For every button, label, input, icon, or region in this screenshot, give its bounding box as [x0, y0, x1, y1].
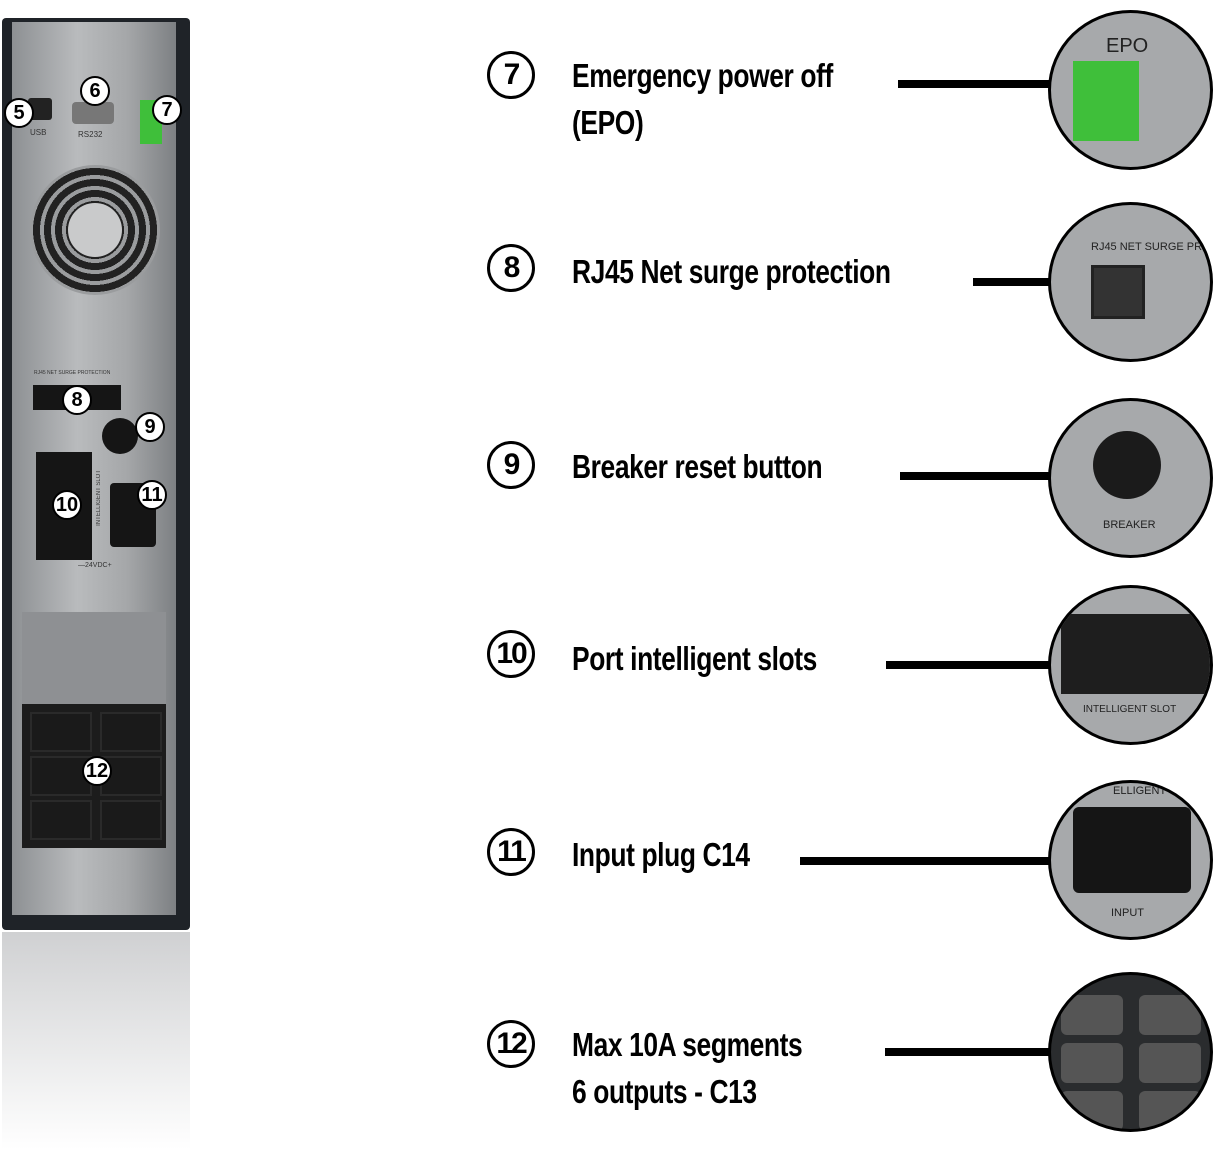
outlet-c13: [1139, 1043, 1201, 1083]
callout-label-rj45: RJ45 Net surge protection: [572, 253, 891, 290]
ups-reflection: [2, 932, 190, 1174]
leader-line: [898, 80, 1050, 88]
epo-connector: [1073, 61, 1139, 141]
zoom-rj45-label: RJ45 NET SURGE PR: [1091, 241, 1203, 253]
label-line: (EPO): [572, 104, 644, 141]
outlet-c13: [30, 800, 92, 840]
leader-line: [800, 857, 1050, 865]
dc-label: —24VDC+: [78, 562, 112, 569]
marker-11: 11: [137, 480, 167, 510]
outlet-c13: [1061, 995, 1123, 1035]
rj45-jack: [1091, 265, 1145, 319]
callout-label-epo: Emergency power off (EPO): [572, 52, 833, 146]
leader-line: [900, 472, 1050, 480]
c14-socket: [1073, 807, 1191, 893]
output-label-plate: [22, 612, 166, 704]
outlet-c13: [1061, 1043, 1123, 1083]
marker-5: 5: [4, 98, 34, 128]
zoom-breaker: BREAKER: [1048, 398, 1213, 558]
usb-label: USB: [30, 128, 47, 137]
zoom-input: ELLIGENT INPUT: [1048, 780, 1213, 940]
callout-label-breaker: Breaker reset button: [572, 448, 823, 485]
callout-number-9: 9: [487, 441, 535, 489]
fan-hub: [68, 203, 122, 257]
zoom-outputs: [1048, 972, 1213, 1132]
zoom-intelligent-slot: INTELLIGENT SLOT: [1048, 585, 1213, 745]
leader-line: [886, 661, 1050, 669]
zoom-input-label: INPUT: [1111, 907, 1144, 919]
zoom-input-top-label: ELLIGENT: [1113, 785, 1167, 797]
marker-10: 10: [52, 490, 82, 520]
outlet-c13: [1139, 995, 1201, 1035]
callout-number-7: 7: [487, 51, 535, 99]
outlet-c13: [1139, 1091, 1201, 1129]
outlet-c13: [100, 800, 162, 840]
breaker-button: [1093, 431, 1161, 499]
callout-number-12: 12: [487, 1020, 535, 1068]
rs232-port: [72, 102, 114, 124]
zoom-rj45: RJ45 NET SURGE PR: [1048, 202, 1213, 362]
marker-8: 8: [62, 385, 92, 415]
outlet-c13: [30, 756, 92, 796]
callout-number-8: 8: [487, 244, 535, 292]
label-line: Max 10A segments: [572, 1026, 803, 1063]
marker-6: 6: [80, 76, 110, 106]
zoom-epo-label: EPO: [1106, 35, 1149, 57]
marker-12: 12: [82, 756, 112, 786]
marker-9: 9: [135, 412, 165, 442]
zoom-epo: EPO: [1048, 10, 1213, 170]
callout-label-intelligent-slots: Port intelligent slots: [572, 640, 817, 677]
slot-cover: [1061, 614, 1210, 694]
rs232-label: RS232: [78, 130, 103, 139]
outlet-c13: [100, 712, 162, 752]
outlet-c13: [30, 712, 92, 752]
label-line: Emergency power off: [572, 57, 833, 94]
outlet-c13: [1061, 1091, 1123, 1129]
zoom-breaker-label: BREAKER: [1103, 519, 1156, 531]
callout-label-input: Input plug C14: [572, 836, 750, 873]
leader-line: [885, 1048, 1050, 1056]
breaker-button: [102, 418, 138, 454]
zoom-slot-label: INTELLIGENT SLOT: [1083, 704, 1177, 715]
usb-port: [28, 98, 52, 120]
rj45-label: RJ45 NET SURGE PROTECTION: [34, 370, 111, 376]
leader-line: [973, 278, 1050, 286]
intelligent-slot-label: INTELLIGENT SLOT: [96, 470, 102, 526]
callout-number-10: 10: [487, 630, 535, 678]
callout-number-11: 11: [487, 828, 535, 876]
label-line: 6 outputs - C13: [572, 1073, 757, 1110]
marker-7: 7: [152, 95, 182, 125]
callout-label-outputs: Max 10A segments 6 outputs - C13: [572, 1021, 803, 1115]
